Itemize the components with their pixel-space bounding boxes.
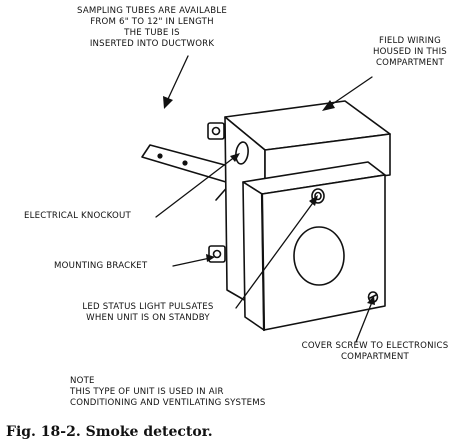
- field-wiring-label: FIELD WIRING HOUSED IN THIS COMPARTMENT: [350, 36, 470, 69]
- mounting-bracket-tabs: [207, 122, 226, 263]
- leader-lines: [155, 55, 373, 343]
- electrical-knockout-label: ELECTRICAL KNOCKOUT: [24, 211, 131, 221]
- led-status-line-1: LED STATUS LIGHT PULSATES: [82, 302, 214, 312]
- note-block: NOTE THIS TYPE OF UNIT IS USED IN AIR CO…: [70, 376, 266, 409]
- sampling-tubes-line-2: FROM 6" TO 12" IN LENGTH: [90, 17, 214, 27]
- sampling-tubes-line-3: THE TUBE IS: [124, 28, 180, 38]
- cover-screw-line-2: COMPARTMENT: [340, 352, 409, 362]
- cover-screw-label: COVER SCREW TO ELECTRONICS COMPARTMENT: [284, 341, 466, 363]
- sampling-tubes-line-1: SAMPLING TUBES ARE AVAILABLE: [77, 6, 227, 16]
- electrical-knockout: [235, 141, 249, 165]
- led-status-light: [311, 188, 325, 204]
- note-line-2: CONDITIONING AND VENTILATING SYSTEMS: [70, 398, 266, 408]
- front-cover: [242, 161, 386, 332]
- led-status-line-2: WHEN UNIT IS ON STANDBY: [86, 313, 210, 323]
- field-wiring-line-1: FIELD WIRING: [378, 36, 442, 46]
- field-wiring-line-2: HOUSED IN THIS: [373, 47, 447, 57]
- sampling-tubes-label: SAMPLING TUBES ARE AVAILABLE FROM 6" TO …: [42, 6, 262, 50]
- mounting-bracket-label: MOUNTING BRACKET: [54, 261, 148, 271]
- cover-screw-line-1: COVER SCREW TO ELECTRONICS: [301, 341, 449, 351]
- cover-opening: [293, 226, 345, 286]
- figure-caption: Fig. 18-2. Smoke detector.: [6, 424, 213, 440]
- led-status-label: LED STATUS LIGHT PULSATES WHEN UNIT IS O…: [60, 302, 236, 324]
- sampling-tubes-line-4: INSERTED INTO DUCTWORK: [89, 39, 215, 49]
- note-heading: NOTE: [70, 376, 95, 386]
- field-wiring-line-3: COMPARTMENT: [375, 58, 444, 68]
- leader-arrowheads: [163, 96, 375, 305]
- note-line-1: THIS TYPE OF UNIT IS USED IN AIR: [70, 387, 224, 397]
